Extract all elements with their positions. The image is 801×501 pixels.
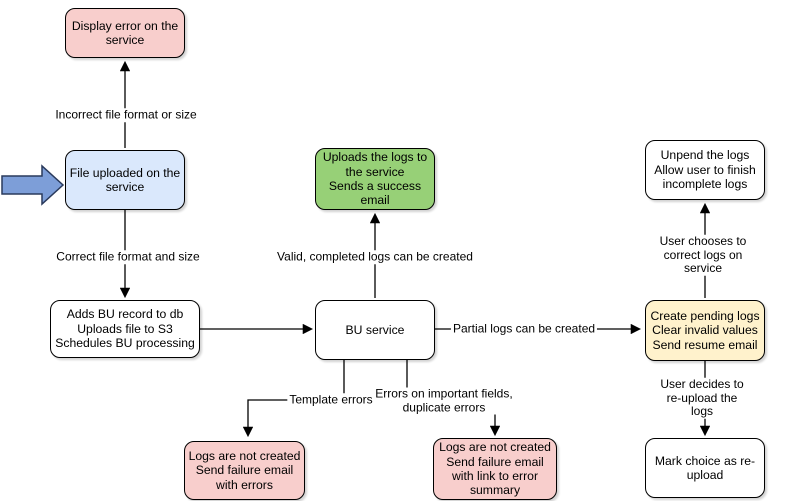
input-arrow-icon — [1, 164, 65, 206]
node-file-uploaded: File uploaded on the service — [65, 150, 185, 210]
edge-label-field-errors: Errors on important fields, duplicate er… — [373, 386, 515, 415]
edge-label-user-decides: User decides to re-upload the logs — [652, 377, 752, 419]
node-logs-not-created-fields: Logs are not created Send failure email … — [433, 438, 557, 500]
node-display-error: Display error on the service — [65, 8, 185, 58]
edge-label-partial-logs: Partial logs can be created — [450, 321, 598, 336]
node-create-pending-logs: Create pending logs Clear invalid values… — [645, 300, 765, 361]
node-mark-choice-reupload: Mark choice as re- upload — [645, 438, 765, 498]
edge-label-template-errors: Template errors — [287, 392, 375, 407]
node-logs-not-created-template: Logs are not created Send failure email … — [184, 441, 305, 500]
edge-label-incorrect-format: Incorrect file format or size — [53, 107, 199, 122]
node-unpend-logs: Unpend the logs Allow user to finish inc… — [645, 140, 765, 200]
edge-label-correct-format: Correct file format and size — [54, 249, 202, 264]
edge-label-user-chooses: User chooses to correct logs on service — [654, 234, 752, 276]
node-bu-service: BU service — [315, 300, 435, 360]
node-uploads-logs-success: Uploads the logs to the service Sends a … — [315, 148, 435, 210]
edge-label-valid-logs: Valid, completed logs can be created — [275, 249, 475, 264]
node-adds-bu-record: Adds BU record to db Uploads file to S3 … — [50, 300, 200, 358]
